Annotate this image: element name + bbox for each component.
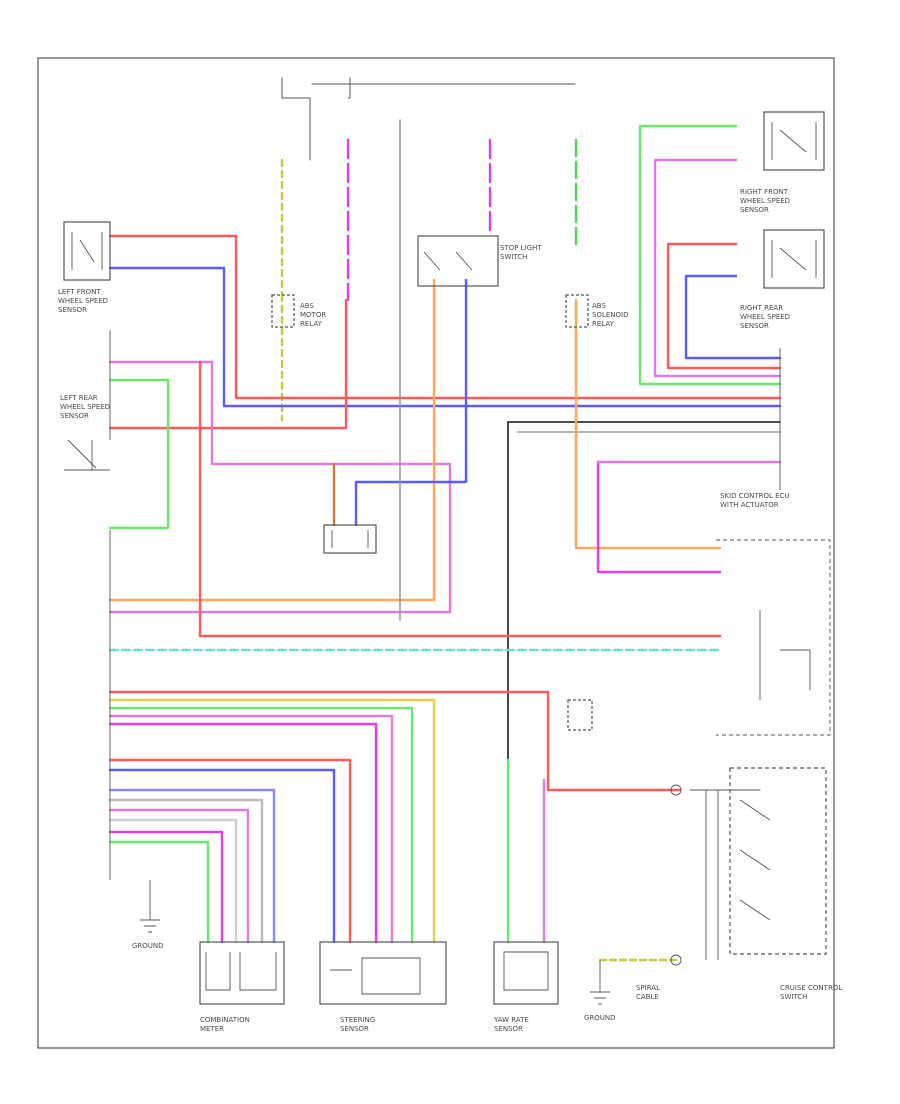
svg-text:RELAY: RELAY <box>592 320 615 328</box>
cruise-switch: CRUISE CONTROL SWITCH <box>729 767 842 1001</box>
ground-b: GROUND <box>584 960 616 1022</box>
rf-sensor: RIGHT FRONT WHEEL SPEED SENSOR <box>740 111 825 214</box>
svg-text:WITH ACTUATOR: WITH ACTUATOR <box>720 501 779 509</box>
wire-red-low-1 <box>108 690 682 792</box>
svg-text:RIGHT FRONT: RIGHT FRONT <box>740 188 789 196</box>
wire-magenta-low <box>108 722 378 944</box>
wire-fuse-feed-1 <box>281 77 311 161</box>
ground-a: GROUND <box>132 880 164 950</box>
lf-sensor: LEFT FRONT WHEEL SPEED SENSOR <box>58 221 111 314</box>
svg-text:STOP LIGHT: STOP LIGHT <box>500 244 542 252</box>
wire-green-rf <box>638 124 782 386</box>
right-mid-module <box>567 539 831 736</box>
wire-blue-lf <box>108 266 782 408</box>
wire-pink-low <box>108 714 394 944</box>
svg-text:LEFT FRONT: LEFT FRONT <box>58 288 101 296</box>
yaw-rate-sensor: YAW RATE SENSOR <box>493 941 559 1033</box>
svg-text:GROUND: GROUND <box>132 942 164 950</box>
svg-text:SPIRAL: SPIRAL <box>636 984 660 992</box>
wire-pink-rf <box>653 158 782 378</box>
wire-gray-meter <box>108 798 264 944</box>
wire-red-rr <box>666 242 782 370</box>
svg-text:SENSOR: SENSOR <box>60 412 89 420</box>
spiral-cable: SPIRAL CABLE <box>636 784 719 1001</box>
stop-switch: STOP LIGHT SWITCH <box>417 235 542 287</box>
lr-sensor: LEFT REAR WHEEL SPEED SENSOR <box>60 394 110 471</box>
wire-red-lf <box>108 234 782 400</box>
wire-blue-meter <box>108 788 276 944</box>
svg-text:ABS: ABS <box>300 302 314 310</box>
svg-text:YAW RATE: YAW RATE <box>493 1016 529 1024</box>
svg-text:SWITCH: SWITCH <box>780 993 807 1001</box>
svg-text:SENSOR: SENSOR <box>740 206 769 214</box>
svg-text:SENSOR: SENSOR <box>740 322 769 330</box>
svg-text:RIGHT REAR: RIGHT REAR <box>740 304 783 312</box>
wire-group <box>108 77 782 962</box>
wire-lgray-meter <box>108 818 238 944</box>
wire-fuse-feed-2 <box>347 77 351 99</box>
svg-text:COMBINATION: COMBINATION <box>200 1016 250 1024</box>
wire-yellow-low <box>108 698 436 944</box>
wire-green-low <box>108 706 414 944</box>
svg-text:SENSOR: SENSOR <box>494 1025 523 1033</box>
skid-control-ecu: SKID CONTROL ECU WITH ACTUATOR <box>720 348 790 509</box>
wire-green-v <box>574 298 722 550</box>
svg-text:RELAY: RELAY <box>300 320 323 328</box>
svg-text:WHEEL SPEED: WHEEL SPEED <box>58 297 108 305</box>
wire-red-bus <box>108 298 348 430</box>
svg-text:WHEEL SPEED: WHEEL SPEED <box>740 197 790 205</box>
svg-text:SENSOR: SENSOR <box>58 306 87 314</box>
svg-text:GROUND: GROUND <box>584 1014 616 1022</box>
svg-text:METER: METER <box>200 1025 224 1033</box>
wire-blue-low <box>108 768 336 944</box>
abs-motor-relay: ABS MOTOR RELAY <box>271 294 326 328</box>
wire-pink-bus <box>108 360 452 614</box>
svg-text:SWITCH: SWITCH <box>500 253 527 261</box>
wire-green-left <box>108 378 170 530</box>
wire-green-meter <box>108 840 210 944</box>
combination-meter: COMBINATION METER <box>199 941 285 1033</box>
svg-text:SKID CONTROL ECU: SKID CONTROL ECU <box>720 492 790 500</box>
abs-sol-relay: ABS SOLENOID RELAY <box>565 294 628 328</box>
rr-sensor: RIGHT REAR WHEEL SPEED SENSOR <box>740 229 825 330</box>
svg-text:WHEEL SPEED: WHEEL SPEED <box>740 313 790 321</box>
svg-text:CABLE: CABLE <box>636 993 659 1001</box>
center-module <box>323 524 377 554</box>
svg-text:MOTOR: MOTOR <box>300 311 326 319</box>
svg-text:CRUISE CONTROL: CRUISE CONTROL <box>780 984 842 992</box>
wire-red-long <box>198 360 722 638</box>
svg-text:SENSOR: SENSOR <box>340 1025 369 1033</box>
wire-orange <box>108 278 436 602</box>
wire-magenta-v <box>596 460 722 574</box>
svg-text:LEFT REAR: LEFT REAR <box>60 394 98 402</box>
svg-text:WHEEL SPEED: WHEEL SPEED <box>60 403 110 411</box>
wire-blue-center <box>354 278 468 527</box>
wire-blue-rr <box>684 274 782 360</box>
svg-text:ABS: ABS <box>592 302 606 310</box>
wire-magenta-meter <box>108 830 224 944</box>
diagram-frame <box>37 57 835 1049</box>
svg-text:STEERING: STEERING <box>340 1016 375 1024</box>
steering-sensor: STEERING SENSOR <box>319 941 447 1033</box>
wire-red-low-2 <box>108 758 352 944</box>
wire-pink-meter <box>108 808 250 944</box>
svg-text:SOLENOID: SOLENOID <box>592 311 628 319</box>
